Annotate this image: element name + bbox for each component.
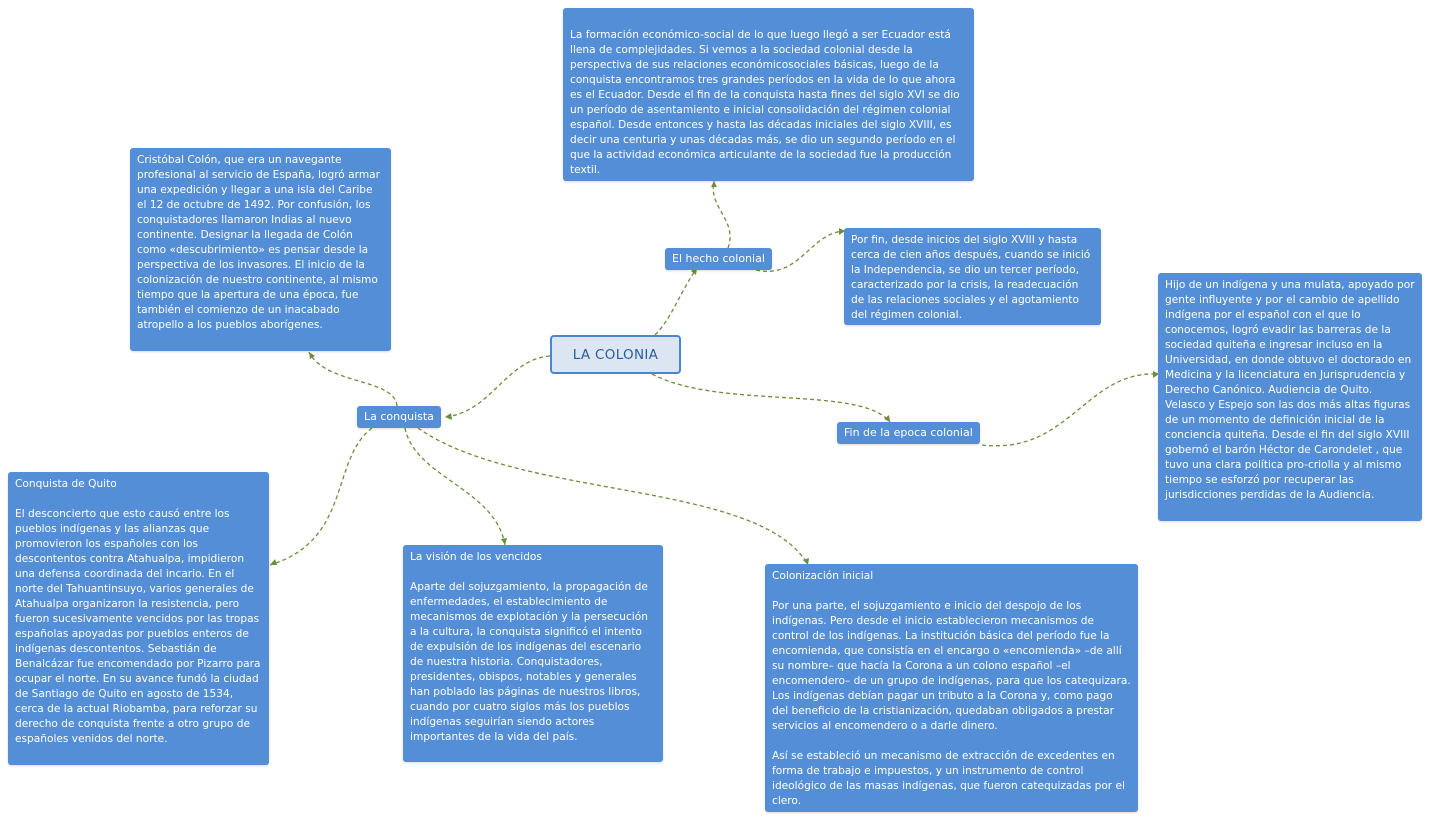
- arrowhead: [445, 413, 452, 420]
- note-formacion[interactable]: La formación económico-social de lo que …: [563, 8, 974, 181]
- topic-label: El hecho colonial: [672, 252, 765, 265]
- topic-hecho-colonial[interactable]: El hecho colonial: [665, 248, 772, 270]
- note-title: Conquista de Quito: [15, 478, 117, 490]
- arrowhead: [884, 415, 890, 422]
- note-vision-vencidos[interactable]: La visión de los vencidos Aparte del soj…: [403, 545, 663, 762]
- arrowhead: [501, 538, 507, 545]
- note-por-fin[interactable]: Por fin, desde inicios del siglo XVIII y…: [844, 228, 1101, 325]
- note-body: Cristóbal Colón, que era un navegante pr…: [137, 154, 380, 331]
- note-title: La visión de los vencidos: [410, 551, 542, 563]
- note-title: Colonización inicial: [772, 570, 874, 582]
- note-body: La formación económico-social de lo que …: [570, 29, 960, 176]
- topic-fin-epoca-colonial[interactable]: Fin de la epoca colonial: [837, 422, 980, 444]
- note-conquista-quito[interactable]: Conquista de Quito El desconcierto que e…: [8, 472, 269, 765]
- arrowhead: [309, 352, 315, 359]
- note-body: Por una parte, el sojuzgamiento e inicio…: [772, 600, 1131, 807]
- topic-label: Fin de la epoca colonial: [844, 426, 973, 439]
- central-topic-label: LA COLONIA: [572, 346, 659, 363]
- note-body: El desconcierto que esto causó entre los…: [15, 508, 261, 745]
- note-hijo-indigena[interactable]: Hijo de un indígena y una mulata, apoyad…: [1158, 273, 1422, 521]
- arrowhead: [270, 559, 277, 565]
- connector-conquista-quito: [269, 427, 373, 566]
- note-body: Por fin, desde inicios del siglo XVIII y…: [851, 234, 1091, 321]
- note-body: Aparte del sojuzgamiento, la propagación…: [410, 581, 648, 743]
- connector-central-hecho: [654, 267, 698, 336]
- connector-central-conquista: [444, 355, 551, 418]
- topic-la-conquista[interactable]: La conquista: [357, 406, 441, 428]
- note-cristobal-colon[interactable]: Cristóbal Colón, que era un navegante pr…: [130, 148, 391, 351]
- arrowhead: [711, 181, 717, 187]
- connector-conquista-colon: [308, 351, 398, 407]
- note-colonizacion-inicial[interactable]: Colonización inicial Por una parte, el s…: [765, 564, 1138, 812]
- connector-central-fin: [651, 373, 891, 423]
- note-body: Hijo de un indígena y una mulata, apoyad…: [1165, 279, 1415, 501]
- connector-hecho-formacion: [712, 180, 731, 249]
- connector-fin-hijo: [981, 373, 1160, 447]
- central-topic[interactable]: LA COLONIA: [550, 335, 681, 374]
- connector-conquista-vencidos: [404, 427, 506, 546]
- topic-label: La conquista: [364, 410, 434, 423]
